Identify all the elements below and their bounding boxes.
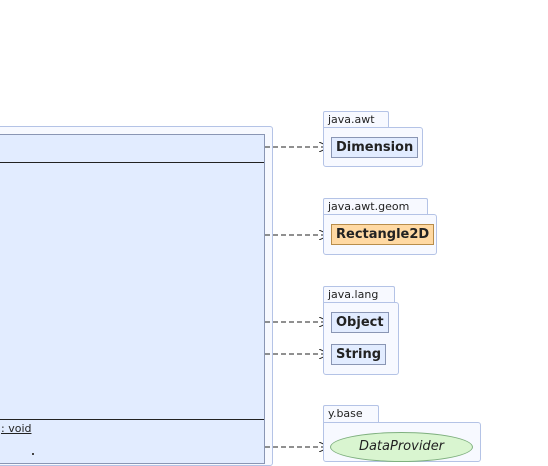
interface-dataprovider[interactable]: DataProvider (330, 432, 473, 462)
package-tab-java-lang: java.lang (323, 286, 395, 302)
class-dimension[interactable]: Dimension (331, 137, 419, 158)
package-name: y.base (328, 407, 363, 420)
class-object[interactable]: Object (331, 312, 389, 333)
class-header-divider (0, 162, 264, 163)
class-name: Object (336, 315, 384, 330)
interface-name: DataProvider (358, 439, 445, 454)
class-name: Dimension (336, 140, 414, 155)
package-name: java.awt.geom (328, 200, 410, 213)
main-class-box[interactable]: : void (0, 134, 265, 464)
package-tab-java-awt: java.awt (323, 111, 389, 127)
class-string[interactable]: String (331, 344, 387, 365)
package-tab-java-awt-geom: java.awt.geom (323, 198, 428, 214)
class-name: String (336, 347, 382, 362)
class-rectangle2d[interactable]: Rectangle2D (331, 224, 435, 245)
package-name: java.awt (328, 113, 375, 126)
operation-text: : void (1, 422, 32, 435)
operation-dot (32, 453, 34, 455)
package-name: java.lang (328, 288, 379, 301)
class-operations-divider (0, 419, 264, 420)
package-tab-y-base: y.base (323, 405, 379, 422)
class-name: Rectangle2D (336, 227, 430, 242)
